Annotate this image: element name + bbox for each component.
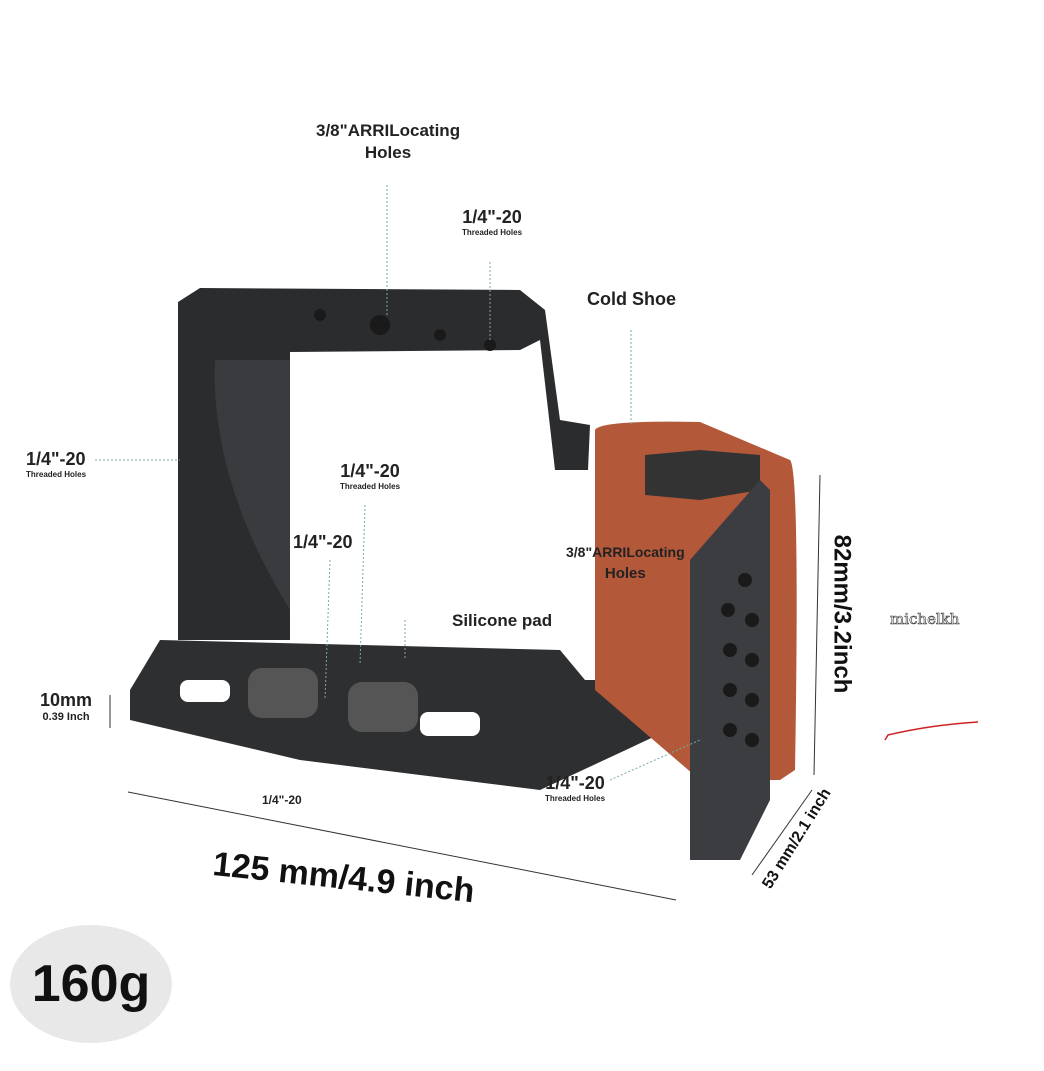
label-sub: Threaded Holes: [545, 794, 606, 803]
label-sub: Threaded Holes: [26, 470, 87, 479]
label-quarter-mid: 1/4"-20: [293, 532, 353, 552]
label-10mm: 10mm 0.39 Inch: [40, 690, 92, 723]
label-title: 3/8"ARRILocating: [316, 121, 461, 140]
label-silicone-pad: Silicone pad: [452, 611, 553, 630]
label-title: 1/4"-20: [545, 773, 605, 793]
label-threaded-right: 1/4"-20 Threaded Holes: [545, 773, 605, 803]
label-threaded-mid: 1/4"-20 Threaded Holes: [340, 461, 400, 491]
label-arri-side: 3/8"ARRILocating Holes: [566, 541, 685, 585]
label-title: 1/4"-20: [462, 207, 522, 227]
label-threaded-left: 1/4"-20 Threaded Holes: [26, 449, 86, 479]
label-title: 3/8"ARRILocating: [566, 544, 685, 560]
label-sub: Threaded Holes: [340, 482, 401, 491]
label-title: 1/4"-20: [26, 449, 86, 469]
dimension-height: 82mm/3.2inch: [828, 534, 856, 694]
label-cold-shoe: Cold Shoe: [587, 289, 676, 309]
label-sub: Holes: [364, 143, 412, 162]
label-threaded-top: 1/4"-20 Threaded Holes: [462, 207, 522, 237]
label-arri-top: 3/8"ARRILocating Holes: [316, 120, 460, 164]
label-sub: Holes: [604, 565, 646, 582]
label-title: 10mm: [40, 690, 93, 710]
red-annotation-stroke: [884, 721, 979, 741]
label-sub: Threaded Holes: [462, 228, 523, 237]
label-sub: 0.39 Inch: [42, 711, 90, 723]
watermark: michelkh: [890, 610, 960, 629]
weight-badge: 160g: [10, 925, 172, 1043]
label-title: 1/4"-20: [340, 461, 400, 481]
label-quarter-bottom: 1/4"-20: [262, 793, 302, 807]
